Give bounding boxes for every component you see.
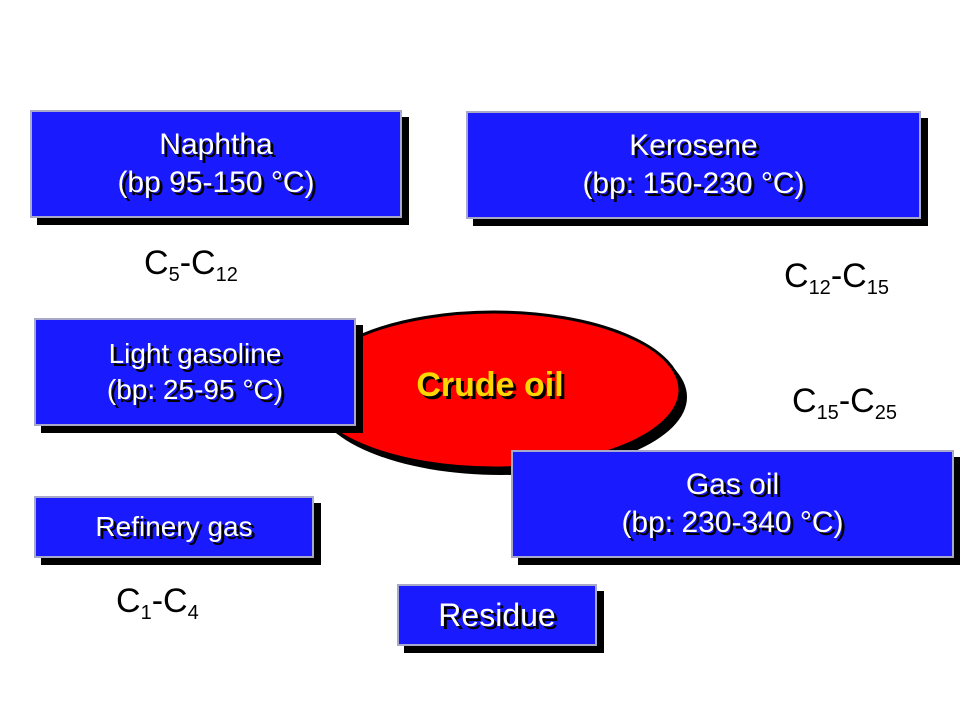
formula-c1-c4: C1-C4 bbox=[116, 582, 199, 624]
naphtha-name: Naphtha bbox=[159, 127, 273, 161]
gas-oil-bp: (bp: 230-340 °C) bbox=[621, 506, 844, 539]
crude-oil-ellipse bbox=[306, 310, 687, 475]
refinery-gas-name: Refinery gas bbox=[95, 511, 253, 543]
kerosene-box: Kerosene (bp: 150-230 °C) bbox=[466, 111, 921, 219]
crude-oil-label: Crude oil bbox=[416, 366, 564, 404]
kerosene-bp: (bp: 150-230 °C) bbox=[582, 167, 805, 200]
formula-c15-c25: C15-C25 bbox=[792, 382, 897, 424]
formula-c5-c12: C5-C12 bbox=[144, 244, 238, 286]
light-gasoline-name: Light gasoline bbox=[108, 338, 282, 370]
residue-box: Residue bbox=[397, 584, 597, 646]
kerosene-name: Kerosene bbox=[629, 128, 758, 162]
gas-oil-name: Gas oil bbox=[685, 467, 780, 501]
naphtha-bp: (bp 95-150 °C) bbox=[117, 166, 315, 199]
formula-c12-c15: C12-C15 bbox=[784, 257, 889, 299]
residue-name: Residue bbox=[438, 596, 556, 633]
naphtha-box: Naphtha (bp 95-150 °C) bbox=[30, 110, 402, 218]
light-gasoline-box: Light gasoline (bp: 25-95 °C) bbox=[34, 318, 356, 426]
gas-oil-box: Gas oil (bp: 230-340 °C) bbox=[511, 450, 954, 558]
refinery-gas-box: Refinery gas bbox=[34, 496, 314, 558]
light-gasoline-bp: (bp: 25-95 °C) bbox=[106, 374, 284, 405]
